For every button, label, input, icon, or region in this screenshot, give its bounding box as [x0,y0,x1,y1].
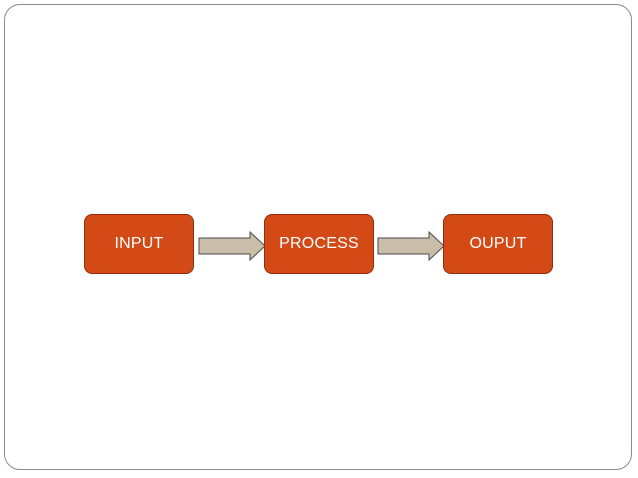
process-box: PROCESS [264,214,374,274]
arrow-shape [377,231,445,261]
arrow-shape [198,231,266,261]
arrow-input-to-process [198,231,266,261]
process-label: PROCESS [279,235,359,252]
input-label: INPUT [114,235,164,252]
output-label: OUPUT [469,235,527,252]
input-box: INPUT [84,214,194,274]
output-box: OUPUT [443,214,553,274]
arrow-process-to-output [377,231,445,261]
